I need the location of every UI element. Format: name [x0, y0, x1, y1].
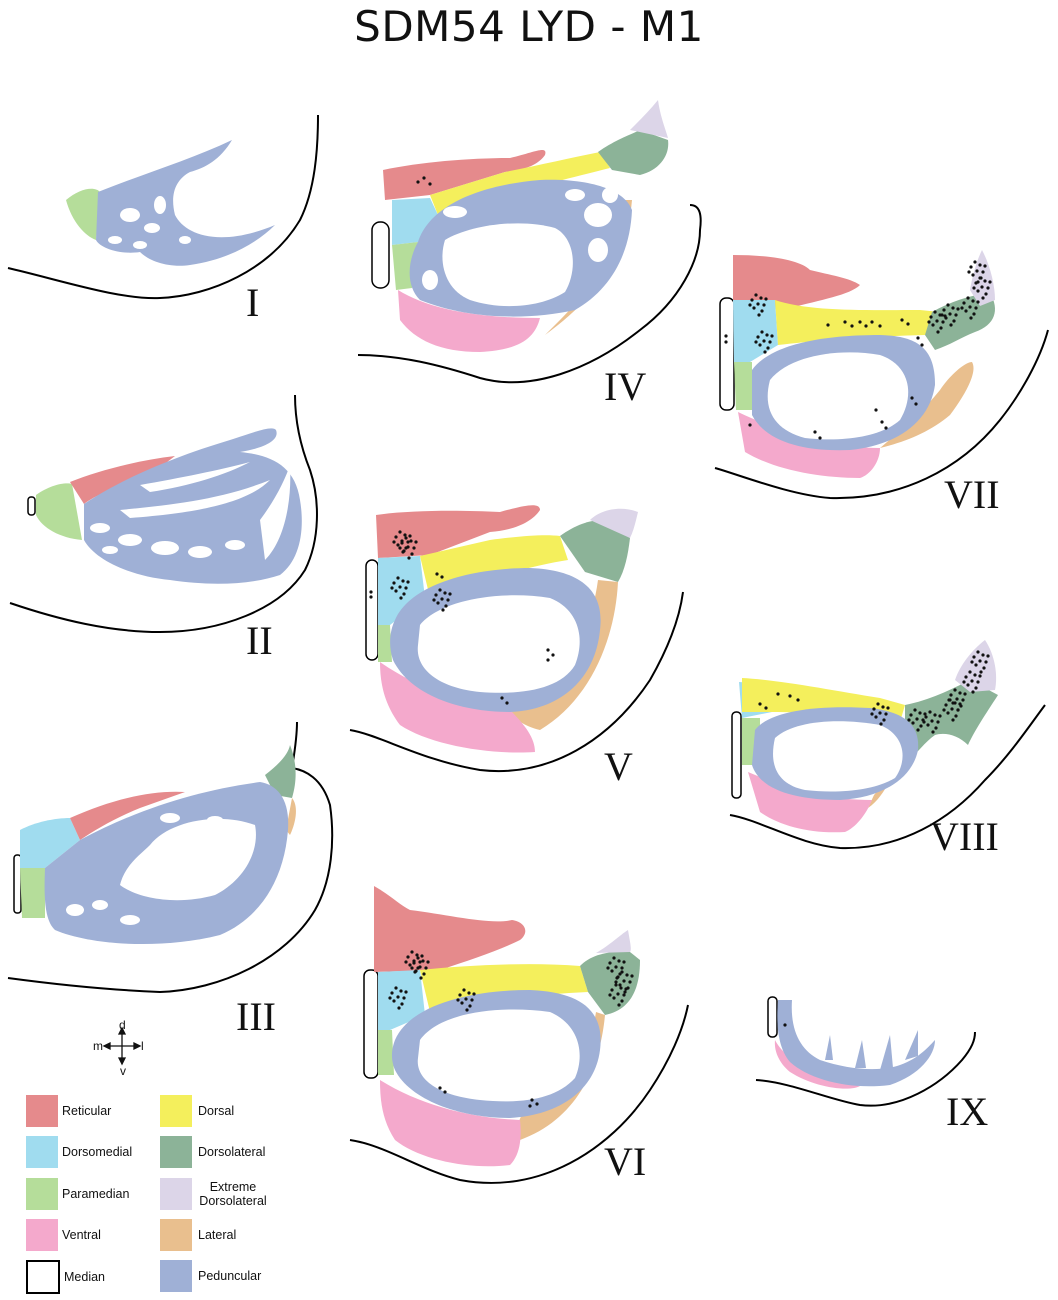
paramedian-region [36, 483, 82, 540]
slice-V: V [349, 505, 684, 789]
dorsolateral-region [905, 680, 998, 765]
reticular-region [376, 505, 540, 558]
slice-II: II [9, 394, 318, 663]
median-marker [363, 969, 379, 1079]
slice-label-VIII: VIII [930, 814, 999, 859]
legend-swatch [26, 1095, 58, 1127]
median-marker [767, 996, 778, 1038]
slice-IX: IX [755, 996, 988, 1134]
paramedian-region [734, 362, 752, 410]
paramedian-region [378, 625, 392, 662]
median-marker [719, 297, 735, 411]
peduncular-region [96, 140, 275, 266]
figure-title: SDM54 LYD - M1 [354, 2, 704, 51]
labeled-cells [369, 530, 555, 705]
legend-swatch [160, 1178, 192, 1210]
legend-swatch [160, 1095, 192, 1127]
extreme-dorsolateral-region [596, 930, 631, 953]
legend-dorsolateral: Dorsolateral [160, 1136, 265, 1168]
legend-swatch [160, 1219, 192, 1251]
legend-ventral: Ventral [26, 1219, 101, 1251]
slice-label-III: III [236, 994, 276, 1039]
legend-dorsal: Dorsal [160, 1095, 234, 1127]
paramedian-region [20, 868, 45, 918]
slice-label-VII: VII [944, 472, 1000, 517]
orientation-compass [102, 1026, 142, 1066]
slice-VIII: VIII [729, 640, 1046, 859]
legend-swatch [160, 1260, 192, 1292]
reticular-region [70, 456, 175, 504]
legend-reticular: Reticular [26, 1095, 111, 1127]
slice-label-V: V [604, 744, 633, 789]
slice-label-II: II [246, 618, 273, 663]
dorsomedial-region [378, 556, 425, 625]
legend-swatch [26, 1260, 60, 1294]
median-marker [13, 854, 22, 914]
slice-label-I: I [246, 280, 259, 325]
median-marker [365, 559, 379, 661]
reticular-region [70, 791, 185, 840]
paramedian-region [378, 1030, 394, 1075]
legend-swatch [26, 1136, 58, 1168]
dorsomedial-region [378, 970, 425, 1030]
slice-I: I [7, 114, 319, 325]
legend-paramedian: Paramedian [26, 1178, 129, 1210]
slice-VI: VI [349, 886, 689, 1184]
median-marker [27, 496, 36, 516]
reticular-region [383, 149, 546, 200]
compass-ventral: v [120, 1064, 126, 1078]
legend-extreme-dorsolateral: Extreme Dorsolateral [160, 1178, 268, 1210]
compass-medial: m [93, 1039, 103, 1053]
legend-swatch [26, 1178, 58, 1210]
dorsomedial-region [733, 300, 778, 362]
dorsolateral-region [925, 293, 995, 350]
peduncular-region [777, 1000, 935, 1087]
median-marker [371, 221, 390, 289]
slice-III: III [7, 721, 334, 1039]
legend-dorsomedial: Dorsomedial [26, 1136, 132, 1168]
labeled-cells [758, 650, 990, 734]
lateral-region [286, 798, 296, 835]
legend-swatch [26, 1219, 58, 1251]
labeled-cells [388, 950, 634, 1108]
slice-label-IX: IX [946, 1089, 988, 1134]
ventral-region [398, 290, 540, 352]
slice-label-IV: IV [604, 364, 646, 409]
dorsolateral-region [265, 745, 296, 798]
reticular-region [733, 255, 860, 310]
dorsomedial-region [20, 818, 80, 868]
dorsolateral-region [560, 520, 630, 582]
extreme-dorsolateral-region [590, 508, 638, 538]
slice-IV: IV [357, 100, 702, 409]
compass-dorsal: d [119, 1018, 126, 1032]
legend-swatch [160, 1136, 192, 1168]
reticular-region [374, 886, 526, 972]
labeled-cells [724, 260, 992, 440]
lateral-region [880, 362, 974, 448]
legend-lateral: Lateral [160, 1219, 236, 1251]
paramedian-region [66, 188, 100, 240]
dorsomedial-region [392, 198, 438, 245]
ventral-region [774, 1040, 860, 1089]
compass-lateral: l [141, 1039, 144, 1053]
median-marker [731, 711, 742, 799]
dorsolateral-region [598, 130, 669, 175]
legend-peduncular: Peduncular [160, 1260, 261, 1292]
legend-median: Median [26, 1260, 105, 1294]
dorsolateral-region [580, 951, 640, 1015]
compass-labels: d v m l [88, 1018, 158, 1078]
slice-label-VI: VI [604, 1139, 646, 1184]
slice-VII: VII [714, 250, 1049, 517]
ventral-region [380, 1080, 521, 1167]
dorsal-region [775, 300, 940, 345]
extreme-dorsolateral-region [630, 100, 668, 138]
